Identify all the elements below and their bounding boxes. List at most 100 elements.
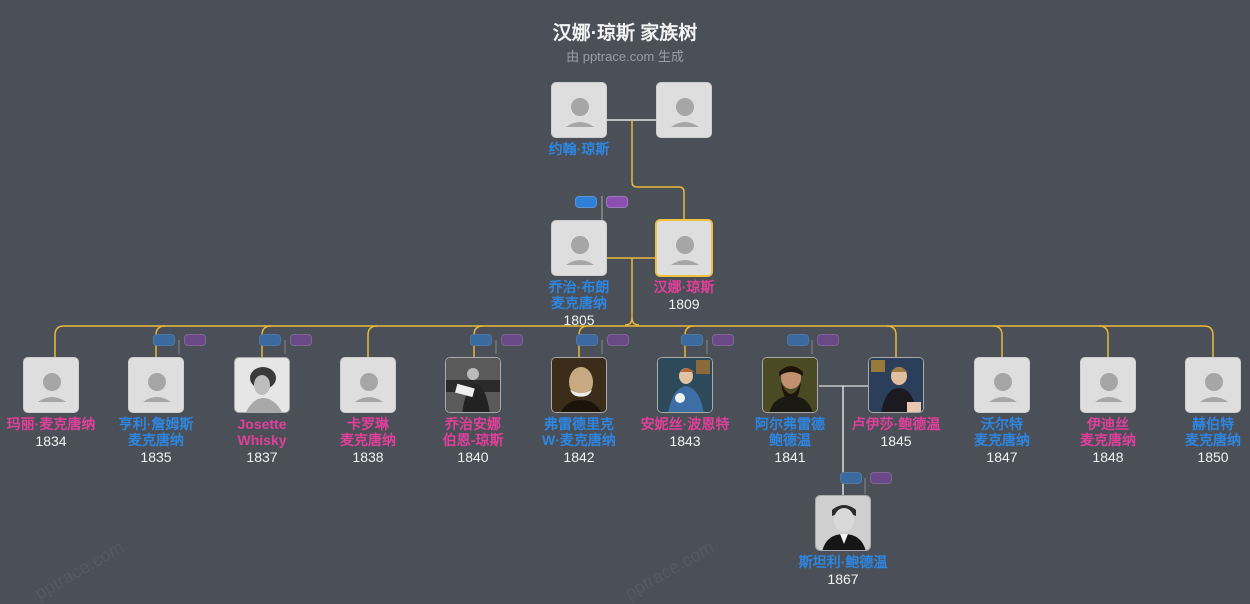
birth-year: 1809 bbox=[668, 296, 700, 312]
birth-year: 1842 bbox=[563, 449, 595, 465]
person-name[interactable]: 亨利·詹姆斯麦克唐纳 bbox=[91, 416, 221, 448]
birth-year: 1837 bbox=[246, 449, 278, 465]
person-card-spouse[interactable] bbox=[762, 357, 818, 413]
person-name[interactable]: 阿尔弗雷德鲍德温 bbox=[725, 416, 855, 448]
male-line-badge[interactable] bbox=[259, 334, 281, 346]
male-line-badge[interactable] bbox=[470, 334, 492, 346]
male-line-badge[interactable] bbox=[787, 334, 809, 346]
person-name[interactable]: 卡罗琳麦克唐纳 bbox=[303, 416, 433, 448]
silhouette-icon bbox=[1200, 373, 1228, 402]
person-card-grandchild[interactable] bbox=[815, 495, 871, 551]
birth-year: 1841 bbox=[774, 449, 806, 465]
name-line-2: 麦克唐纳 bbox=[340, 432, 396, 448]
person-name[interactable]: 玛丽·麦克唐纳 bbox=[0, 416, 116, 432]
person-card-hannah-jones-focus[interactable] bbox=[655, 219, 713, 277]
male-line-badge[interactable] bbox=[840, 472, 862, 484]
birth-year: 1848 bbox=[1092, 449, 1124, 465]
silhouette-icon bbox=[671, 236, 699, 265]
person-card-child[interactable] bbox=[974, 357, 1030, 413]
birth-year: 1867 bbox=[827, 571, 859, 587]
name-line-1: 亨利·詹姆斯 bbox=[118, 416, 194, 432]
name-line-1: 赫伯特 bbox=[1192, 416, 1234, 432]
person-name[interactable]: 约翰·琼斯 bbox=[548, 141, 610, 157]
female-line-badge[interactable] bbox=[870, 472, 892, 484]
birth-year: 1835 bbox=[140, 449, 172, 465]
birth-year: 1845 bbox=[880, 433, 912, 449]
name-line-2: 麦克唐纳 bbox=[551, 295, 607, 311]
person-name[interactable]: 沃尔特麦克唐纳 bbox=[937, 416, 1067, 448]
person-card-unknown-mother[interactable] bbox=[656, 82, 712, 138]
name-line-1: 卢伊莎·鲍德温 bbox=[851, 416, 941, 432]
person-name[interactable]: 乔治·布朗 麦克唐纳 bbox=[514, 279, 644, 311]
person-name[interactable]: 安妮丝·波恩特 bbox=[620, 416, 750, 432]
name-line-1: Josette bbox=[237, 416, 287, 432]
page-subtitle: 由 pptrace.com 生成 bbox=[566, 49, 684, 64]
name-line-2: 麦克唐纳 bbox=[1185, 432, 1241, 448]
silhouette-icon bbox=[355, 373, 383, 402]
name-line-1: 乔治安娜 bbox=[445, 416, 501, 432]
birth-year: 1840 bbox=[457, 449, 489, 465]
person-name[interactable]: 卢伊莎·鲍德温 bbox=[831, 416, 961, 432]
person-card-george-browne[interactable] bbox=[551, 220, 607, 276]
name-line-2: 鲍德温 bbox=[769, 432, 811, 448]
person-card-john-jones[interactable] bbox=[551, 82, 607, 138]
female-line-badge[interactable] bbox=[607, 334, 629, 346]
person-card-child[interactable] bbox=[657, 357, 713, 413]
silhouette-icon bbox=[38, 373, 66, 402]
name-line-1: 卡罗琳 bbox=[347, 416, 389, 432]
person-name[interactable]: 汉娜·琼斯 bbox=[653, 279, 715, 295]
female-line-badge[interactable] bbox=[501, 334, 523, 346]
name-line-2: 伯恩-琼斯 bbox=[442, 432, 504, 448]
portrait-photo bbox=[552, 358, 606, 412]
male-line-badge[interactable] bbox=[575, 196, 597, 208]
birth-year: 1834 bbox=[35, 433, 67, 449]
person-name[interactable]: 赫伯特麦克唐纳 bbox=[1148, 416, 1250, 448]
female-line-badge[interactable] bbox=[606, 196, 628, 208]
person-card-child[interactable] bbox=[340, 357, 396, 413]
portrait-photo bbox=[816, 496, 870, 550]
birth-year: 1838 bbox=[352, 449, 384, 465]
person-card-child[interactable] bbox=[1185, 357, 1241, 413]
silhouette-icon bbox=[1095, 373, 1123, 402]
person-name[interactable]: 乔治安娜伯恩-琼斯 bbox=[408, 416, 538, 448]
birth-year: 1850 bbox=[1197, 449, 1229, 465]
name-line-1: 乔治·布朗 bbox=[548, 279, 610, 295]
name-line-1: 弗雷德里克 bbox=[544, 416, 614, 432]
silhouette-icon bbox=[143, 373, 171, 402]
portrait-photo bbox=[235, 358, 289, 412]
name-line-2: W·麦克唐纳 bbox=[542, 432, 616, 448]
page-title: 汉娜·琼斯 家族树 bbox=[552, 23, 698, 44]
male-line-badge[interactable] bbox=[153, 334, 175, 346]
name-line-2: 麦克唐纳 bbox=[974, 432, 1030, 448]
name-line-1: 安妮丝·波恩特 bbox=[640, 416, 730, 432]
female-line-badge[interactable] bbox=[712, 334, 734, 346]
name-line-2: 麦克唐纳 bbox=[128, 432, 184, 448]
silhouette-icon bbox=[671, 98, 699, 127]
birth-year: 1847 bbox=[986, 449, 1018, 465]
person-card-child[interactable] bbox=[23, 357, 79, 413]
person-card-child[interactable] bbox=[234, 357, 290, 413]
person-card-child[interactable] bbox=[551, 357, 607, 413]
person-card-child[interactable] bbox=[1080, 357, 1136, 413]
male-line-badge[interactable] bbox=[576, 334, 598, 346]
portrait-painting bbox=[869, 358, 923, 412]
female-line-badge[interactable] bbox=[817, 334, 839, 346]
birth-year: 1843 bbox=[669, 433, 701, 449]
person-name[interactable]: 伊迪丝麦克唐纳 bbox=[1043, 416, 1173, 448]
name-line-1: 伊迪丝 bbox=[1087, 416, 1129, 432]
portrait-painting bbox=[763, 358, 817, 412]
male-line-badge[interactable] bbox=[681, 334, 703, 346]
female-line-badge[interactable] bbox=[290, 334, 312, 346]
person-name[interactable]: 斯坦利·鲍德温 bbox=[798, 554, 888, 570]
name-line-2: Whisky bbox=[237, 432, 287, 448]
name-line-2: 麦克唐纳 bbox=[1080, 432, 1136, 448]
person-card-child[interactable] bbox=[868, 357, 924, 413]
person-card-child[interactable] bbox=[128, 357, 184, 413]
female-line-badge[interactable] bbox=[184, 334, 206, 346]
silhouette-icon bbox=[566, 236, 594, 265]
portrait-photo bbox=[446, 358, 500, 412]
person-card-child[interactable] bbox=[445, 357, 501, 413]
name-line-1: 玛丽·麦克唐纳 bbox=[6, 416, 96, 432]
